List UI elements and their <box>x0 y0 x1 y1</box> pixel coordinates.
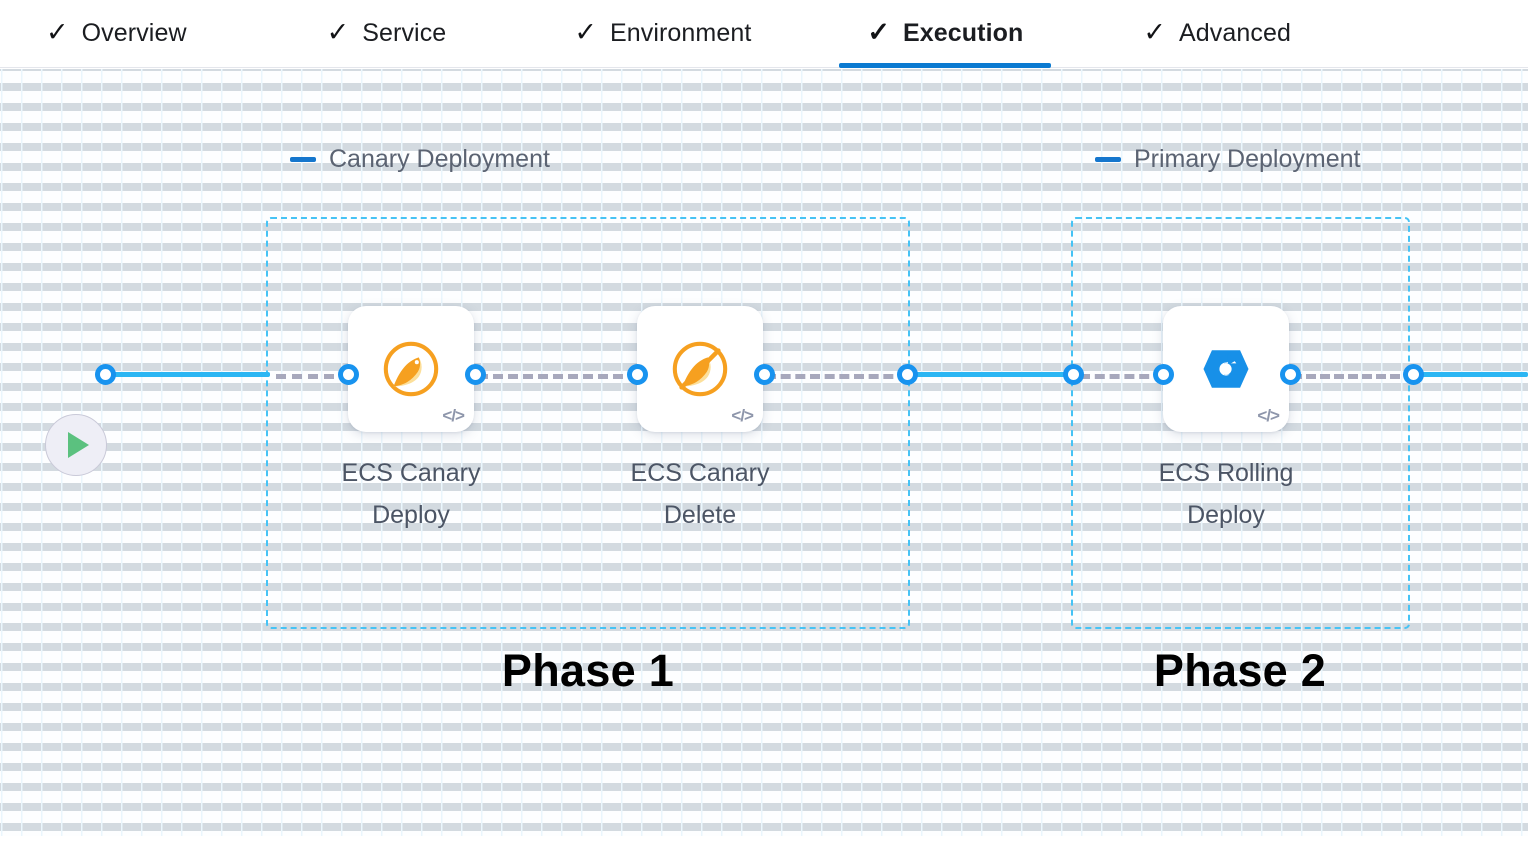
wire-node2-to-group1-exit <box>766 374 908 379</box>
wire-start-to-group1 <box>98 372 270 377</box>
tab-advanced[interactable]: ✓ Advanced <box>1113 0 1321 68</box>
port-node3-in[interactable] <box>1153 364 1174 385</box>
port-group2-entry[interactable] <box>1063 364 1084 385</box>
tab-overview[interactable]: ✓ Overview <box>16 0 217 68</box>
tab-label: Environment <box>609 19 752 47</box>
pipeline-start-node[interactable] <box>45 414 107 476</box>
node-label-line1: ECS Canary <box>341 459 481 487</box>
code-icon: </> <box>731 406 754 425</box>
group-primary-header[interactable]: Primary Deployment <box>1095 145 1360 174</box>
wire-node3-to-group2-exit <box>1292 374 1414 379</box>
node-label-line2: Deploy <box>372 501 450 529</box>
tab-label: Advanced <box>1179 19 1292 47</box>
canary-delete-icon <box>637 306 763 432</box>
code-icon: </> <box>1257 406 1280 425</box>
wire-group2-entry-to-node3 <box>1080 374 1164 379</box>
node-label-line2: Deploy <box>1187 501 1265 529</box>
phase-caption-2: Phase 2 <box>1153 645 1327 696</box>
tab-label: Execution <box>903 19 1024 47</box>
tab-execution[interactable]: ✓ Execution <box>837 0 1053 68</box>
port-node1-in[interactable] <box>338 364 359 385</box>
rolling-deploy-icon <box>1163 306 1289 432</box>
port-node2-out[interactable] <box>754 364 775 385</box>
wizard-tab-bar: ✓ Overview ✓ Service ✓ Environment ✓ Exe… <box>0 0 1528 68</box>
group-title: Canary Deployment <box>329 145 550 173</box>
tab-service[interactable]: ✓ Service <box>297 0 477 68</box>
node-label-line2: Delete <box>663 501 737 529</box>
check-icon: ✓ <box>326 17 350 47</box>
port-node1-out[interactable] <box>465 364 486 385</box>
check-icon: ✓ <box>1143 17 1167 47</box>
check-icon: ✓ <box>867 17 891 47</box>
play-icon <box>68 432 89 458</box>
port-group1-exit[interactable] <box>897 364 918 385</box>
tab-environment[interactable]: ✓ Environment <box>544 0 781 68</box>
node-label-ecs-rolling-deploy: ECS Rolling Deploy <box>1121 452 1331 536</box>
port-node3-out[interactable] <box>1280 364 1301 385</box>
code-icon: </> <box>442 406 465 425</box>
node-ecs-rolling-deploy[interactable]: </> <box>1163 306 1289 432</box>
group-title: Primary Deployment <box>1134 145 1361 173</box>
canvas-bottom-strip <box>0 836 1528 858</box>
group-canary-deployment[interactable]: Canary Deployment <box>266 145 910 629</box>
group-primary-deployment[interactable]: Primary Deployment <box>1071 145 1410 629</box>
pipeline-canvas[interactable]: Canary Deployment Primary Deployment </> <box>0 69 1528 836</box>
check-icon: ✓ <box>574 17 597 47</box>
wire-node1-to-node2 <box>478 374 638 379</box>
tab-label: Service <box>362 19 447 47</box>
phase-caption-1: Phase 1 <box>501 645 675 696</box>
node-label-ecs-canary-deploy: ECS Canary Deploy <box>306 452 516 536</box>
minus-icon[interactable] <box>1095 157 1121 162</box>
node-label-ecs-canary-delete: ECS Canary Delete <box>595 452 805 536</box>
node-ecs-canary-deploy[interactable]: </> <box>348 306 474 432</box>
node-label-line1: ECS Rolling <box>1158 459 1294 487</box>
wire-group2-to-next <box>1412 372 1528 377</box>
group-canary-header[interactable]: Canary Deployment <box>290 145 550 174</box>
wire-group1-to-group2 <box>906 372 1076 377</box>
port-start-out[interactable] <box>95 364 116 385</box>
tab-label: Overview <box>81 19 187 47</box>
check-icon: ✓ <box>46 17 69 47</box>
node-ecs-canary-delete[interactable]: </> <box>637 306 763 432</box>
port-node2-in[interactable] <box>627 364 648 385</box>
wire-group1-entry-to-node1 <box>276 374 350 379</box>
port-group2-exit[interactable] <box>1403 364 1424 385</box>
canary-deploy-icon <box>348 306 474 432</box>
node-label-line1: ECS Canary <box>630 459 770 487</box>
minus-icon[interactable] <box>290 157 316 162</box>
